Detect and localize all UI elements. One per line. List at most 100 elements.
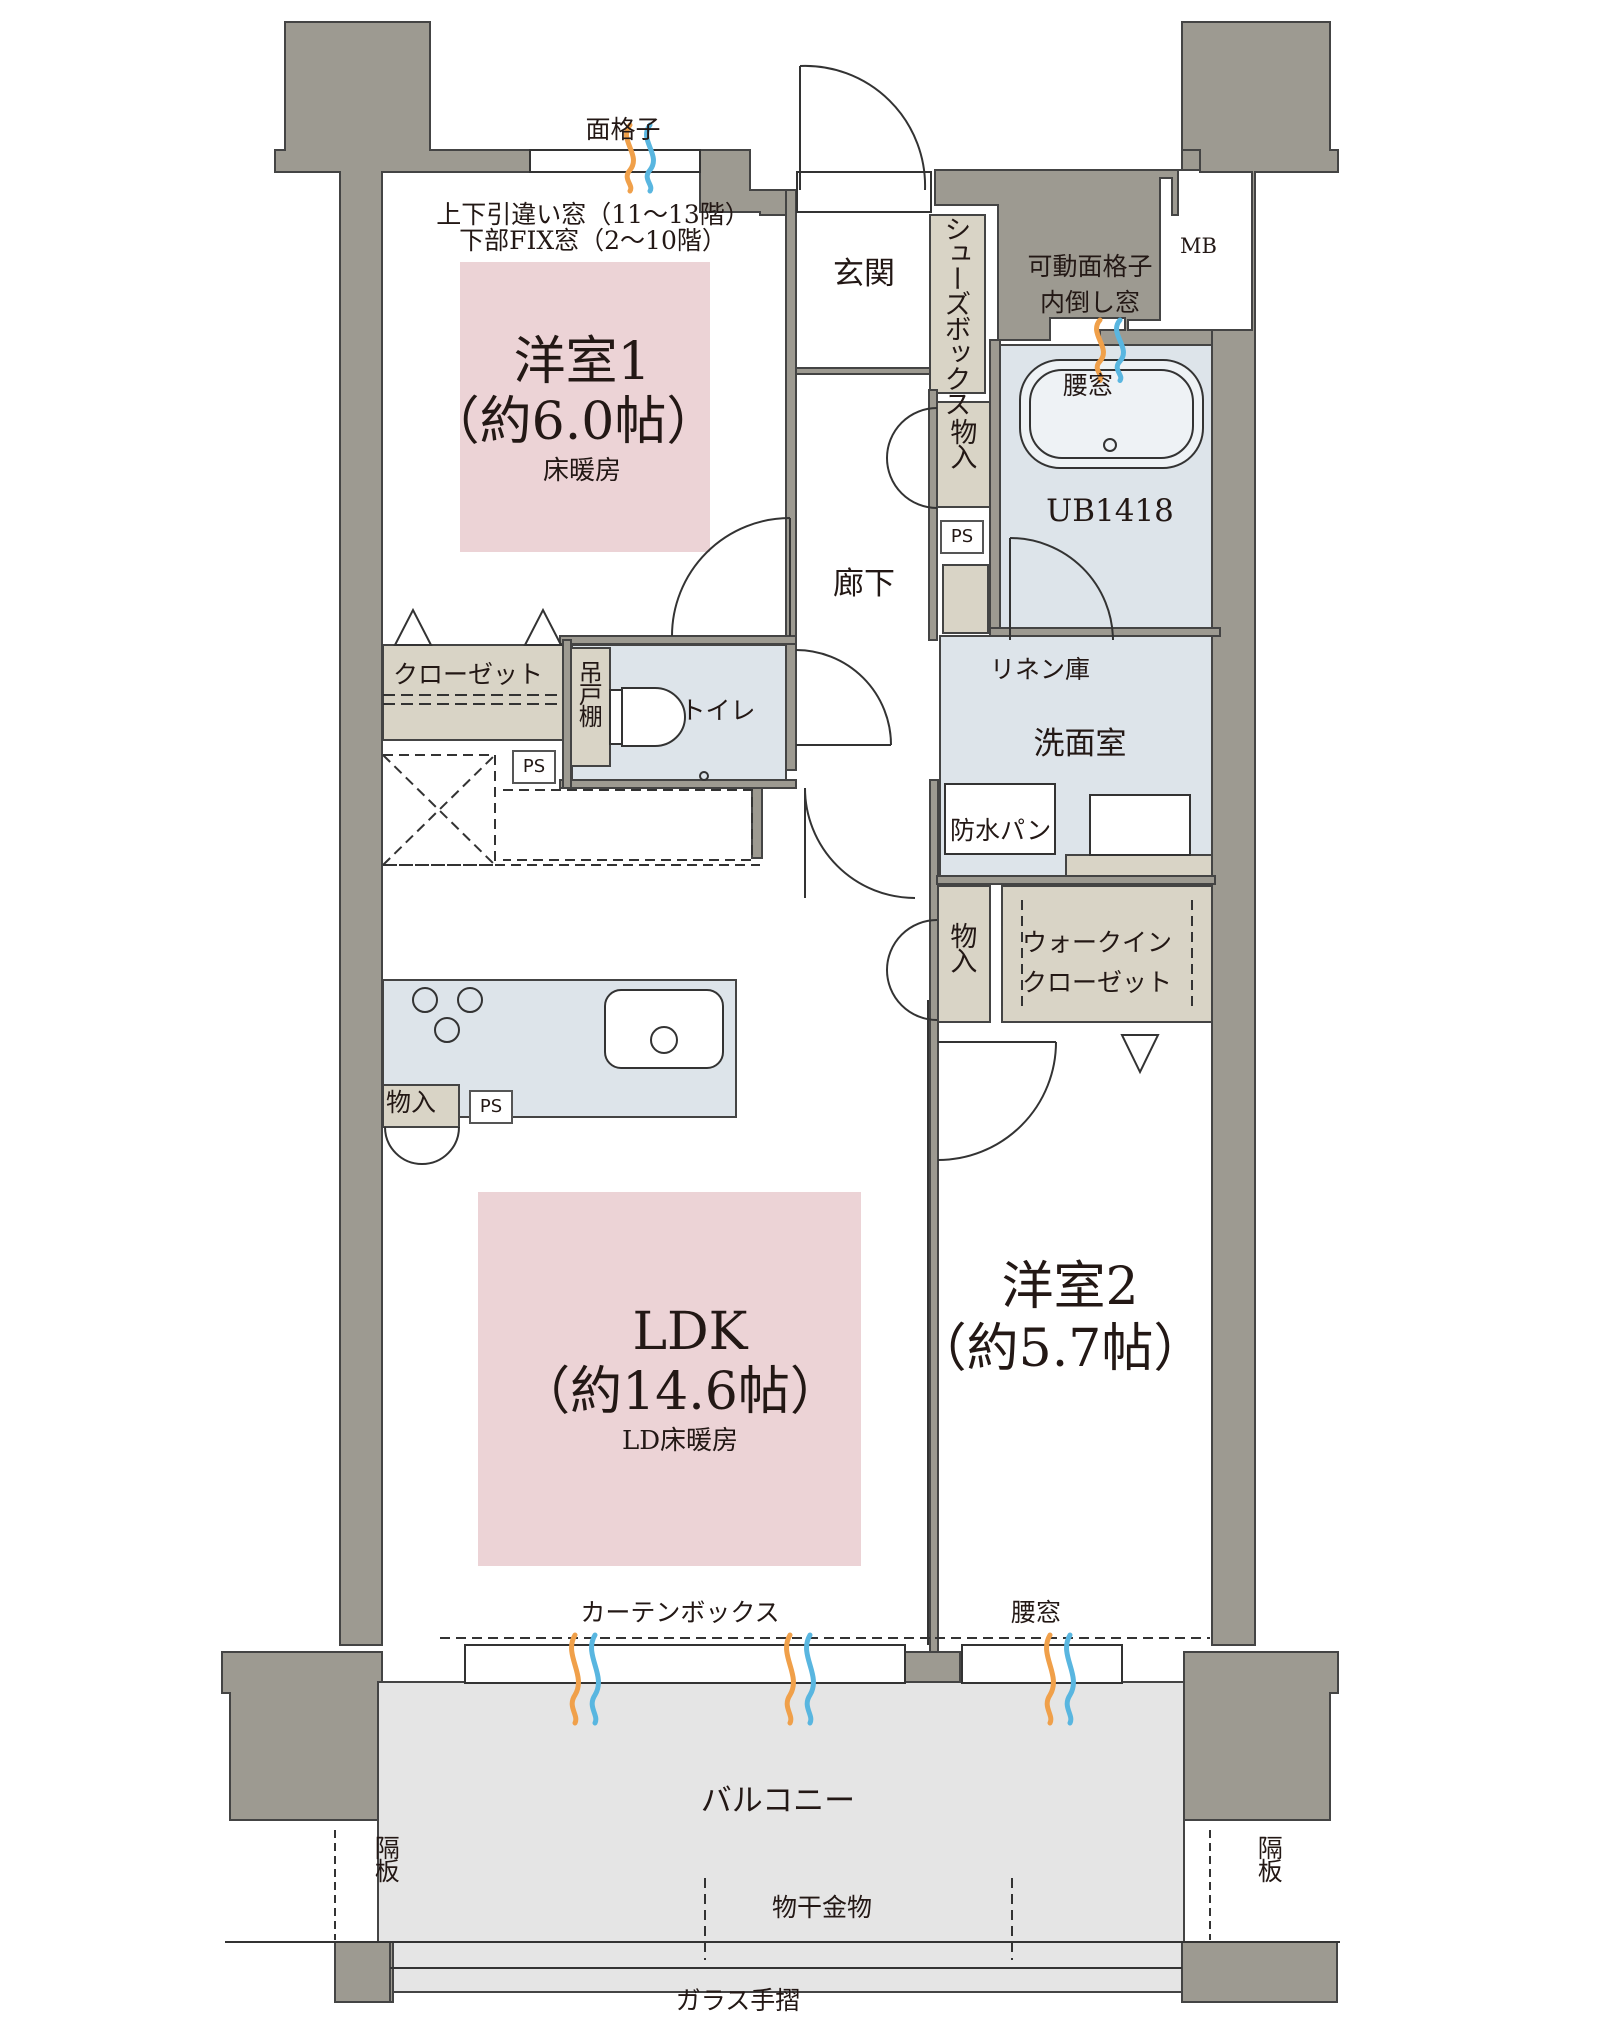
kitchen-sink-drain	[650, 1026, 678, 1054]
closet-label: クローゼット	[393, 660, 544, 689]
wall-entrance-bottom	[795, 367, 931, 375]
bathtub	[1019, 359, 1204, 469]
storage-lower-door	[886, 919, 938, 1021]
airflow-arrow-4	[569, 1632, 581, 1726]
bath-waist-window-label: 腰窓	[1062, 371, 1114, 400]
western2-name: 洋室2	[1001, 1257, 1139, 1317]
western1-size: （約6.0帖）	[427, 392, 719, 452]
room-fills	[377, 214, 1221, 1993]
window-bedroom2	[961, 1644, 1123, 1684]
closet-triangle-right	[523, 607, 563, 646]
wash-door-swing	[1009, 537, 1114, 641]
bathtub-drain	[1103, 438, 1117, 452]
glass-railing-label: ガラス手摺	[675, 1986, 801, 2015]
storage-lower-label: 物入	[945, 922, 977, 972]
ldk-note: LD床暖房	[621, 1426, 739, 1456]
movable-lattice-label: 可動面格子	[1027, 252, 1153, 281]
hanging-shelf-label: 吊戸棚	[574, 660, 603, 726]
wall-balcony-left	[221, 1651, 383, 1821]
wall-bath-left	[989, 339, 1001, 636]
ps-toilet: PS	[512, 750, 556, 784]
line-closet-dashed	[383, 754, 496, 866]
linen-label: リネン庫	[990, 655, 1091, 684]
airflow-arrow-1	[644, 122, 656, 194]
closet-triangle-left	[393, 607, 433, 646]
curtain-box-label: カーテンボックス	[580, 1598, 780, 1627]
wall-bedroom2-left	[929, 779, 939, 1671]
storage-lower-fill	[936, 885, 991, 1023]
bath-label: UB1418	[1046, 493, 1174, 529]
linen-fill	[942, 564, 989, 634]
burner-2	[457, 987, 483, 1013]
airflow-arrow-3	[1114, 317, 1126, 383]
burner-1	[412, 987, 438, 1013]
toilet-label: トイレ	[680, 696, 756, 725]
wall-top-bedroom	[699, 149, 793, 216]
wall-bedroom-right	[785, 189, 797, 771]
vanity	[1089, 794, 1191, 856]
wall-corridor-right	[928, 389, 938, 641]
airflow-arrow-7	[804, 1632, 816, 1726]
wall-bottom-right	[1181, 1941, 1338, 2003]
wall-wash-bottom	[936, 875, 1216, 885]
bedroom2-waist-window-label: 腰窓	[1010, 1598, 1062, 1627]
wall-bottom-left-base	[334, 1941, 391, 2003]
wall-left-outer	[274, 21, 561, 1646]
airflow-arrow-0	[624, 122, 636, 194]
wall-balcony-right	[1183, 1651, 1339, 1821]
western1-note: 床暖房	[542, 456, 622, 486]
balcony-label: バルコニー	[700, 1783, 856, 1819]
wall-toilet-top	[559, 635, 797, 645]
label-sliding-window: 上下引違い窓（11～13階）	[436, 200, 750, 229]
toilet-paper	[699, 771, 709, 781]
bathtub-inner	[1029, 369, 1194, 459]
airflow-arrow-9	[1064, 1632, 1076, 1726]
entrance-door-swing	[799, 64, 927, 191]
hanging-shelf-fill	[569, 647, 611, 767]
waterproof-pan-label: 防水パン	[950, 816, 1052, 845]
balcony-floor	[377, 1681, 1185, 1993]
kitchen-storage-fill	[382, 1084, 460, 1128]
ps-corridor: PS	[940, 520, 984, 554]
storage-upper-fill	[936, 401, 991, 508]
window-ldk	[464, 1644, 906, 1684]
burner-3	[434, 1017, 460, 1043]
wall-toilet-left	[562, 639, 572, 789]
ldk-name: LDK	[632, 1302, 748, 1362]
western1-highlight	[460, 262, 710, 552]
walls	[221, 21, 1339, 2003]
kitchen-storage-label: 物入	[386, 1088, 437, 1117]
washroom-label: 洗面室	[1033, 726, 1127, 762]
wic-triangle	[1120, 1034, 1160, 1075]
wic-label-1: ウォークイン	[1021, 928, 1173, 957]
western1-name: 洋室1	[513, 332, 651, 392]
storage-upper-door	[886, 407, 938, 509]
ldk-door-swing	[804, 787, 916, 899]
airflow-arrow-2	[1094, 317, 1106, 383]
airflow-arrows	[569, 122, 1126, 1726]
entrance-door	[796, 171, 932, 213]
ldk-highlight	[478, 1192, 861, 1566]
toilet-bowl	[621, 687, 686, 747]
bedroom1-door-swing	[671, 517, 791, 637]
storage-upper-label: 物入	[945, 418, 977, 468]
kitchen-sink	[604, 989, 724, 1069]
ldk-size: （約14.6帖）	[518, 1362, 842, 1422]
wall-bath-bottom	[989, 627, 1221, 637]
wic-fill	[1001, 885, 1213, 1023]
mb-label: MB	[1180, 234, 1217, 258]
airflow-arrow-6	[784, 1632, 796, 1726]
ps-kitchen: PS	[469, 1090, 513, 1124]
airflow-arrow-8	[1044, 1632, 1056, 1726]
bedroom2-door-swing	[937, 1041, 1057, 1161]
wall-kitchen-box	[751, 787, 763, 859]
inward-window-label: 内倒し窓	[1039, 288, 1141, 317]
closet-fill	[382, 644, 564, 741]
label-lattice: 面格子	[585, 115, 661, 144]
line-fridge-dashed	[503, 789, 753, 861]
wall-mb	[934, 149, 1213, 346]
line-closet-diag2	[382, 754, 496, 866]
wall-toilet-bottom	[559, 779, 797, 789]
washer-pan	[944, 783, 1056, 855]
